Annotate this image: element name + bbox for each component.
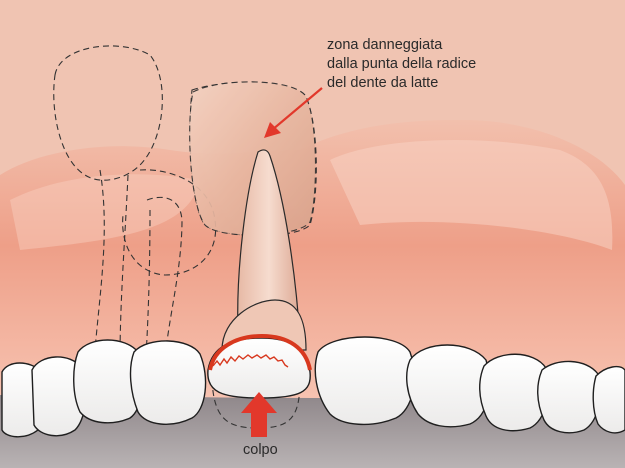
tooth [131, 341, 206, 424]
damage-annotation: zona danneggiata dalla punta della radic… [327, 36, 476, 93]
tooth [407, 345, 490, 427]
tooth [538, 361, 601, 432]
impact-label: colpo [243, 441, 278, 460]
annotation-line-3: del dente da latte [327, 74, 476, 93]
annotation-line-2: dalla punta della radice [327, 55, 476, 74]
tooth [315, 337, 414, 424]
annotation-line-1: zona danneggiata [327, 36, 476, 55]
tooth [593, 367, 625, 433]
